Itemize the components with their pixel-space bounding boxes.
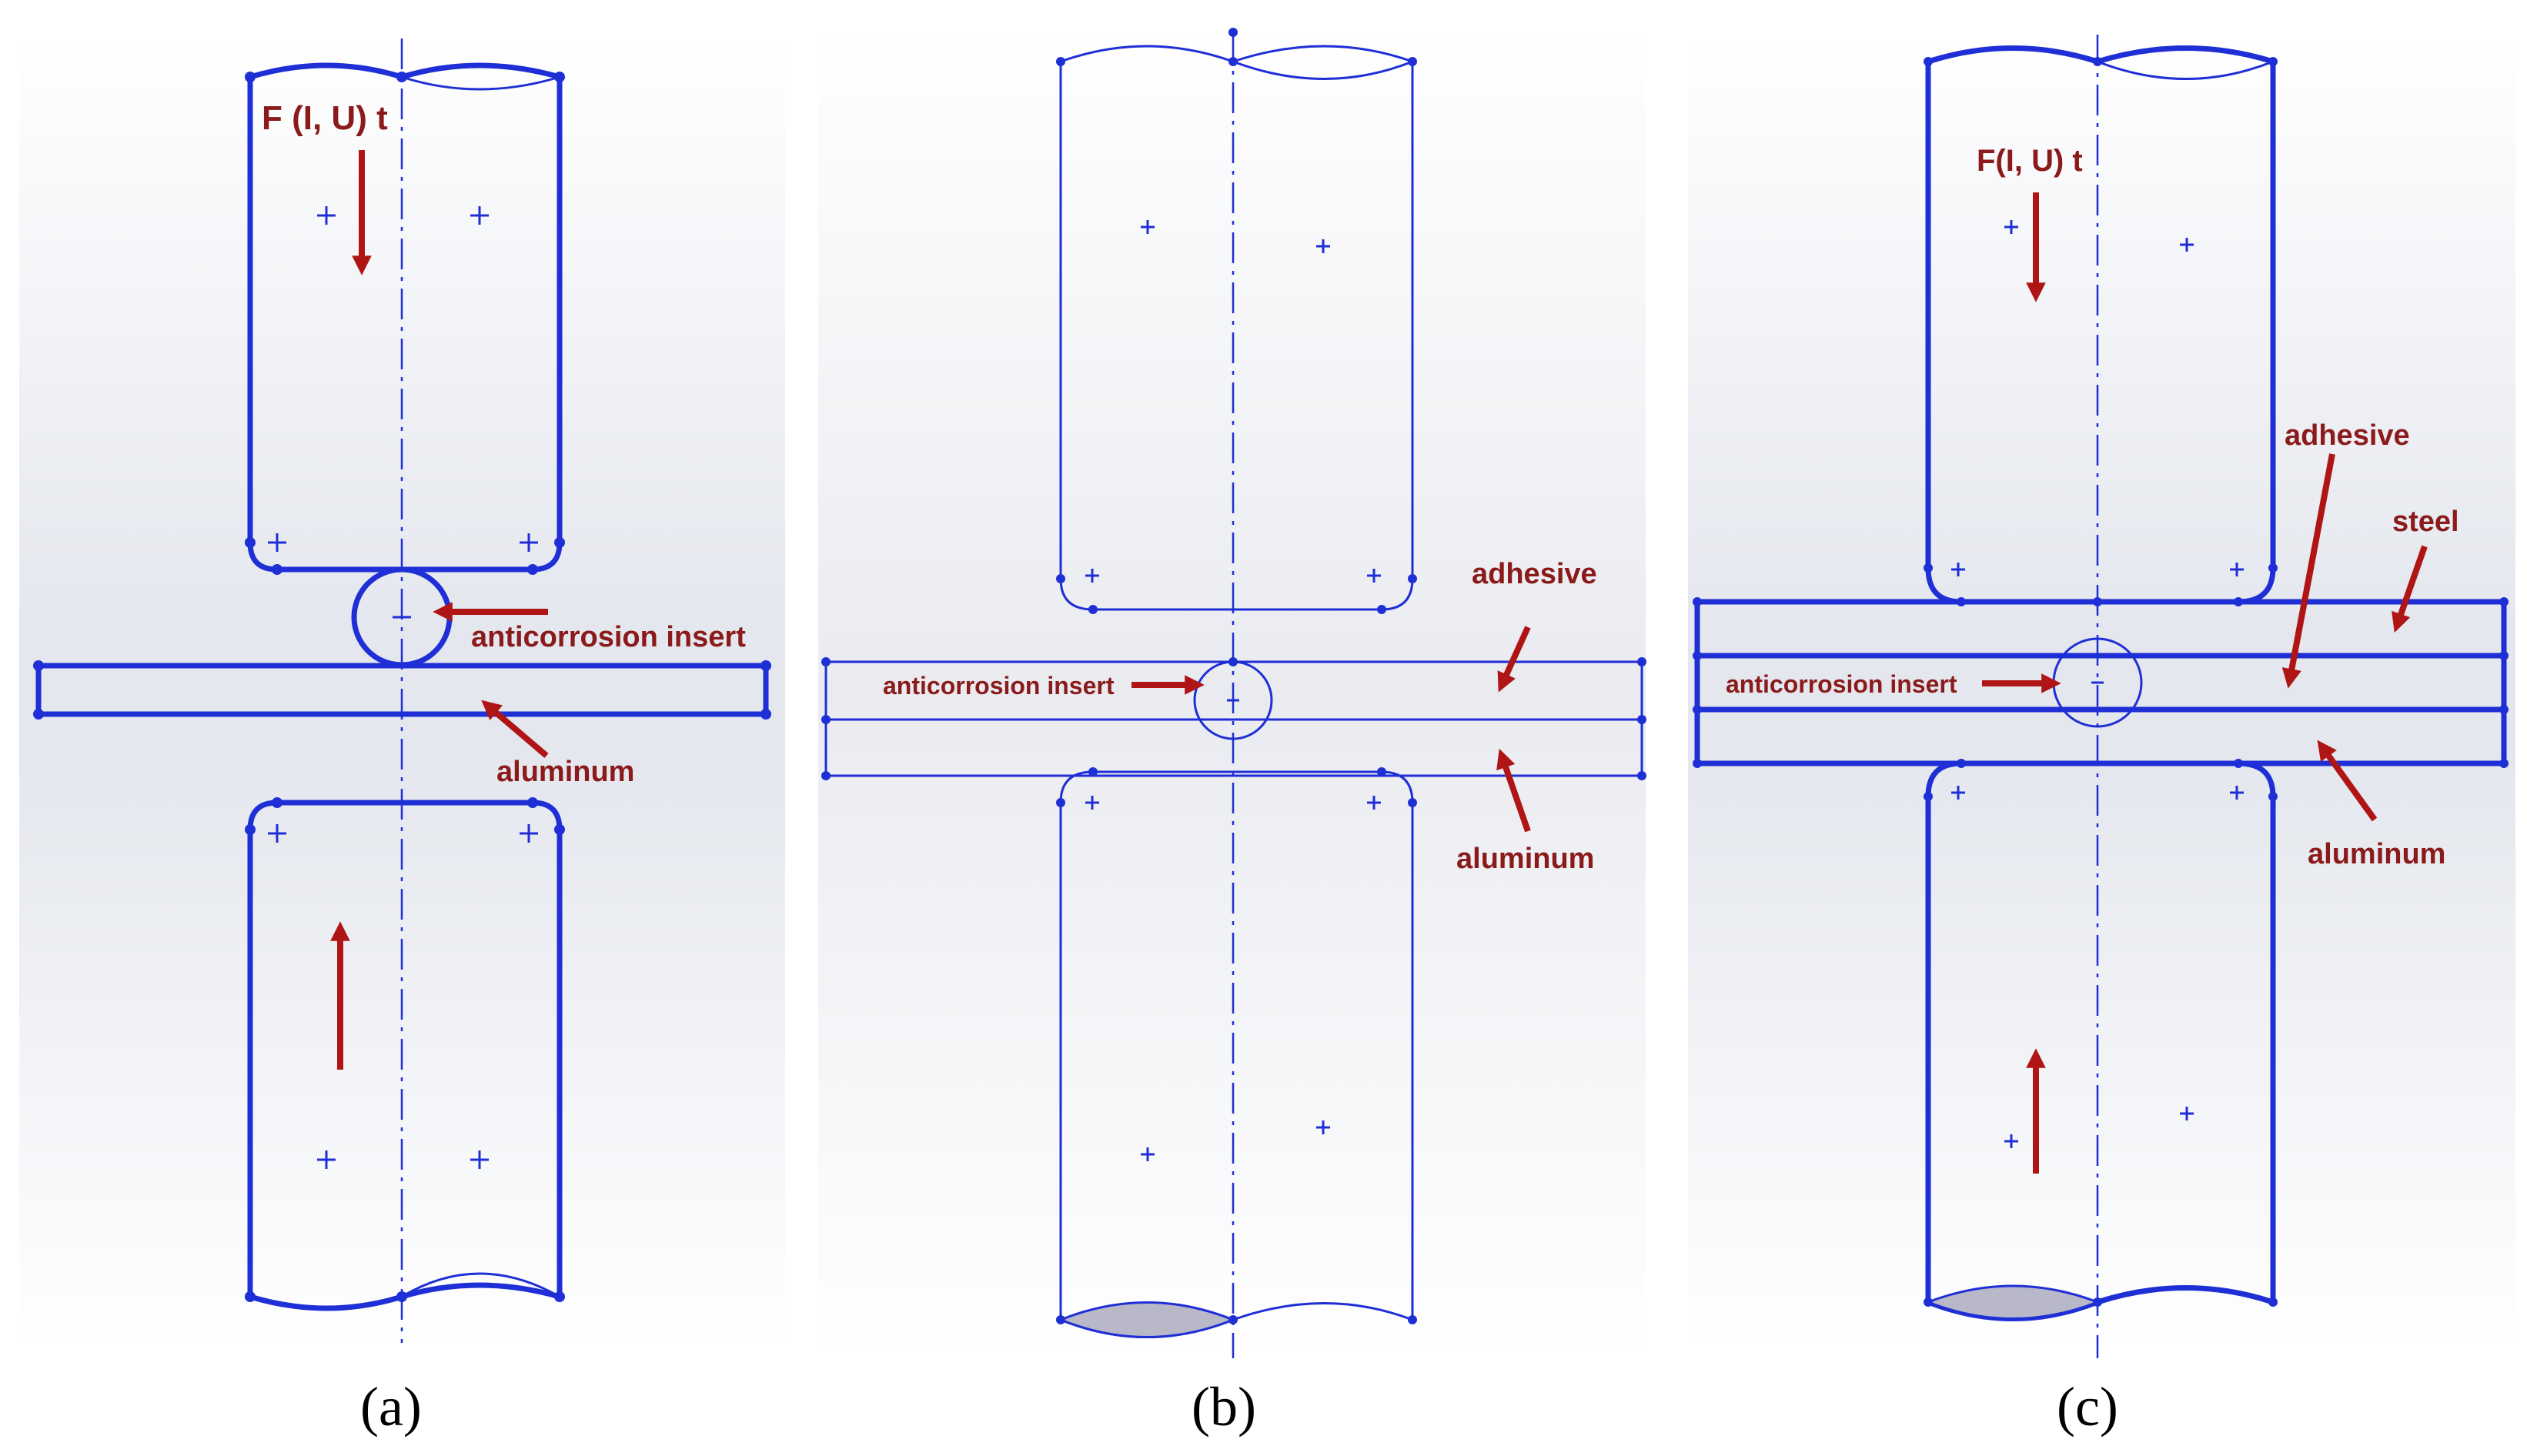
panel-b-aluminum-sheet [824,718,1643,777]
panel-a-aluminum-arrow [481,700,549,759]
panel-b: anticorrosion insert adhesive aluminum (… [818,23,1646,1438]
panel-c-aluminum-label: aluminum [2308,838,2445,870]
panel-b-caption: (b) [1192,1376,1256,1438]
panel-c-steel-arrow [2392,545,2428,633]
panel-c-background [1688,35,2515,1351]
panel-c-vertex-points [1693,57,2509,1307]
panel-b-axis-end-point [1228,28,1238,37]
panel-c-aluminum-arrow [2317,740,2378,822]
panel-b-upper-electrode-end [1232,60,1413,80]
panel-a-vertex-points [33,72,771,1302]
panel-a-insert-label: anticorrosion insert [471,621,746,653]
panel-a-force-label: F (I, U) t [262,99,388,137]
panel-b-aluminum-arrow [1496,748,1531,833]
panel-c-adhesive-label: adhesive [2285,419,2410,452]
panel-c-adhesive-arrow [2281,453,2335,689]
panel-c-force-label: F(I, U) t [1977,144,2083,178]
panel-b-insert-label: anticorrosion insert [883,672,1115,700]
panel-c: F(I, U) t anticorrosion insert adhesive … [1688,35,2515,1438]
panel-a-aluminum-label: aluminum [496,756,634,788]
panel-c-center-marks [1951,220,2244,1148]
panel-b-adhesive-label: adhesive [1472,558,1597,590]
panel-a-lower-electrode-end [401,1272,560,1298]
panel-c-steel-label: steel [2392,506,2459,538]
panel-c-caption: (c) [2057,1376,2118,1438]
panel-b-vertex-points [821,57,1646,1324]
panel-b-aluminum-label: aluminum [1456,843,1594,875]
panel-b-upper-electrode [1059,45,1414,611]
panel-a-aluminum-sheet [35,663,769,717]
panel-c-insert-label: anticorrosion insert [1726,670,1957,698]
panel-a: F (I, U) t anticorrosion insert aluminum… [19,35,785,1438]
panel-a-caption: (a) [360,1376,422,1438]
panel-c-upper-electrode-end [2097,60,2274,80]
panel-a-upper-electrode-end [401,75,560,91]
panel-b-adhesive-arrow [1497,626,1531,693]
panel-b-center-marks [1085,220,1381,1161]
panel-a-center-marks [268,206,538,1169]
